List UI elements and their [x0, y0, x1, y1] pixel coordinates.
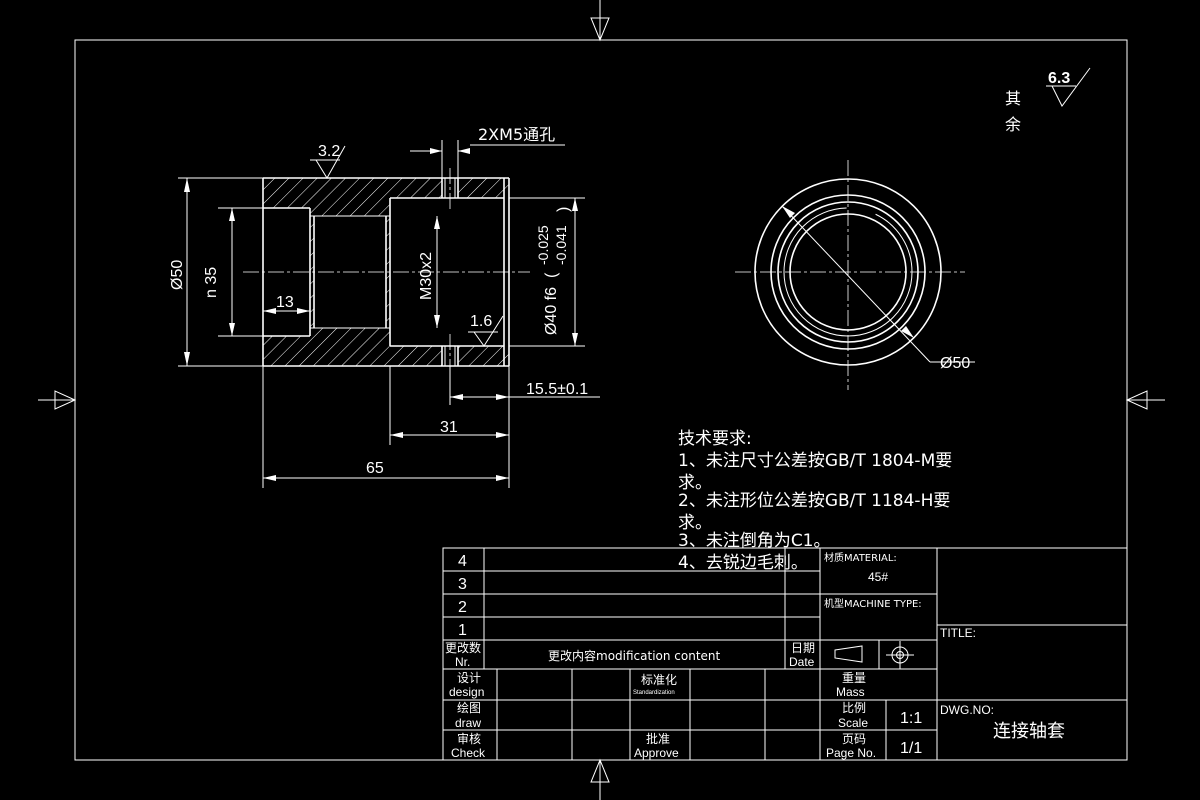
dim-through-hole: 2XM5通孔: [478, 125, 555, 144]
dim-side-diameter: Ø50: [940, 355, 970, 372]
standardization-label-en: Standardization: [633, 690, 675, 696]
remaining-roughness-symbol: 6.3 其 余: [1005, 67, 1091, 134]
projection-cone-icon: [834, 645, 863, 663]
dim-fit-diameter: Ø40 f6: [543, 287, 560, 335]
dim-step-length: 31: [440, 419, 458, 436]
material-label: 材质MATERIAL:: [824, 551, 897, 564]
mass-label-en: Mass: [836, 685, 865, 699]
dim-thread: M30x2: [418, 252, 435, 300]
page-label-cn: 页码: [842, 732, 866, 746]
rev-number-4: 4: [458, 553, 467, 570]
rev-number-3: 3: [458, 576, 467, 593]
svg-text:(: (: [543, 272, 560, 278]
dim-tolerance-upper: -0.025: [535, 225, 551, 265]
rev-number-1: 1: [458, 622, 467, 639]
section-dimensions: Ø50 n 35 13 M30x2 2XM5通孔 3.2 1: [169, 125, 600, 488]
check-label-cn: 审核: [457, 731, 481, 746]
remaining-label-2: 余: [1005, 115, 1021, 134]
rev-number-2: 2: [458, 599, 467, 616]
dim-outer-diameter: Ø50: [169, 260, 186, 290]
standardization-label-cn: 标准化: [641, 673, 677, 687]
tech-req-line-4: 4、去锐边毛刺。: [678, 553, 808, 573]
date-label-en: Date: [789, 655, 815, 669]
tech-req-line-2b: 求。: [678, 513, 712, 533]
dim-recess-depth: 13: [276, 294, 294, 311]
svg-text:): ): [555, 207, 572, 212]
title-label: TITLE:: [940, 626, 976, 640]
section-view: [243, 168, 530, 378]
date-label-cn: 日期: [791, 641, 815, 655]
tech-req-line-2: 2、未注形位公差按GB/T 1184-H要: [678, 491, 950, 511]
side-view: Ø50: [735, 160, 975, 390]
mass-label-cn: 重量: [842, 671, 866, 685]
material-value: 45#: [868, 570, 888, 584]
design-label-en: design: [449, 685, 484, 699]
tech-req-line-3: 3、未注倒角为C1。: [678, 531, 831, 551]
scale-label-en: Scale: [838, 716, 868, 730]
roughness-face: 1.6: [470, 313, 492, 330]
roughness-general: 3.2: [318, 143, 340, 160]
approve-label-cn: 批准: [646, 731, 670, 746]
dim-tolerance-lower: -0.041: [553, 225, 569, 265]
draw-label-en: draw: [455, 716, 481, 730]
technical-requirements: 技术要求: 1、未注尺寸公差按GB/T 1804-M要 求。 2、未注形位公差按…: [678, 429, 952, 573]
rev-no-label-cn: 更改数: [445, 640, 481, 655]
tech-req-line-1b: 求。: [678, 473, 712, 493]
approve-label-en: Approve: [634, 746, 679, 760]
title-block: [442, 547, 1128, 761]
dwg-no-label: DWG.NO:: [940, 703, 994, 717]
draw-label-cn: 绘图: [457, 700, 481, 715]
mod-content-label: 更改内容modification content: [548, 648, 721, 663]
remaining-label-1: 其: [1005, 89, 1021, 108]
remaining-roughness-value: 6.3: [1048, 70, 1070, 87]
check-label-en: Check: [451, 746, 486, 760]
part-name: 连接轴套: [993, 721, 1065, 742]
tech-req-heading: 技术要求:: [678, 429, 752, 449]
dim-total-length: 65: [366, 460, 384, 477]
rev-no-label-en: Nr.: [455, 655, 470, 669]
machine-type-label: 机型MACHINE TYPE:: [824, 597, 922, 610]
scale-value: 1:1: [900, 710, 922, 727]
tech-req-line-1: 1、未注尺寸公差按GB/T 1804-M要: [678, 451, 952, 471]
page-label-en: Page No.: [826, 746, 876, 760]
page-value: 1/1: [900, 740, 922, 757]
design-label-cn: 设计: [457, 671, 481, 685]
dim-hole-position: 15.5±0.1: [526, 381, 588, 398]
title-block-text: 4 3 2 1 更改数 Nr. 更改内容modification content…: [445, 551, 1065, 760]
dim-recess-diameter: n 35: [203, 267, 220, 298]
scale-label-cn: 比例: [842, 701, 866, 715]
centering-marks: [38, 0, 1165, 800]
